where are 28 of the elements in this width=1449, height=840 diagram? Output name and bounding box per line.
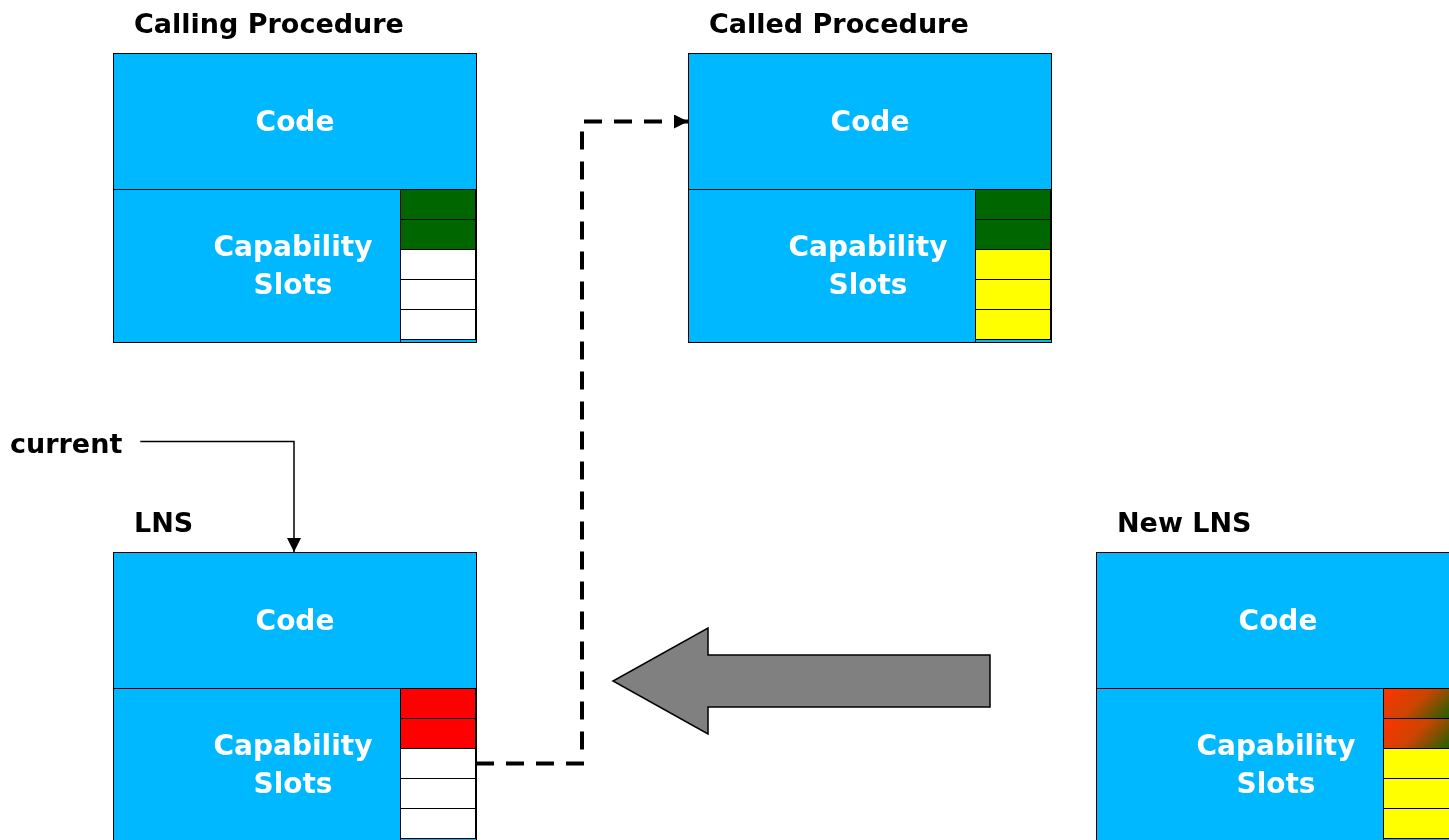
capability-slot <box>400 309 476 340</box>
capability-slot <box>1383 688 1449 719</box>
capability-slot <box>975 249 1051 280</box>
capability-slot <box>400 748 476 779</box>
block-arrow <box>611 626 991 736</box>
block-heading: Calling Procedure <box>134 8 404 39</box>
capability-slot <box>1383 718 1449 749</box>
pointer-label: current <box>10 428 123 459</box>
block-heading: LNS <box>134 507 194 538</box>
capability-slot <box>400 808 476 839</box>
capability-slot <box>400 778 476 809</box>
block-heading: Called Procedure <box>709 8 969 39</box>
capability-slot <box>975 189 1051 220</box>
capability-slot <box>975 309 1051 340</box>
capability-slot <box>400 189 476 220</box>
capability-slot <box>400 249 476 280</box>
capability-slot <box>400 718 476 749</box>
capability-slot <box>1383 748 1449 779</box>
capability-slot <box>975 219 1051 250</box>
capability-slot <box>400 688 476 719</box>
capability-slot <box>400 219 476 250</box>
capability-slot <box>400 279 476 310</box>
capability-slot <box>975 279 1051 310</box>
dashed-arrow <box>476 114 688 766</box>
capability-slot <box>1383 808 1449 839</box>
pointer-arrow <box>139 440 301 553</box>
block-heading: New LNS <box>1117 507 1252 538</box>
capability-slot <box>1383 778 1449 809</box>
